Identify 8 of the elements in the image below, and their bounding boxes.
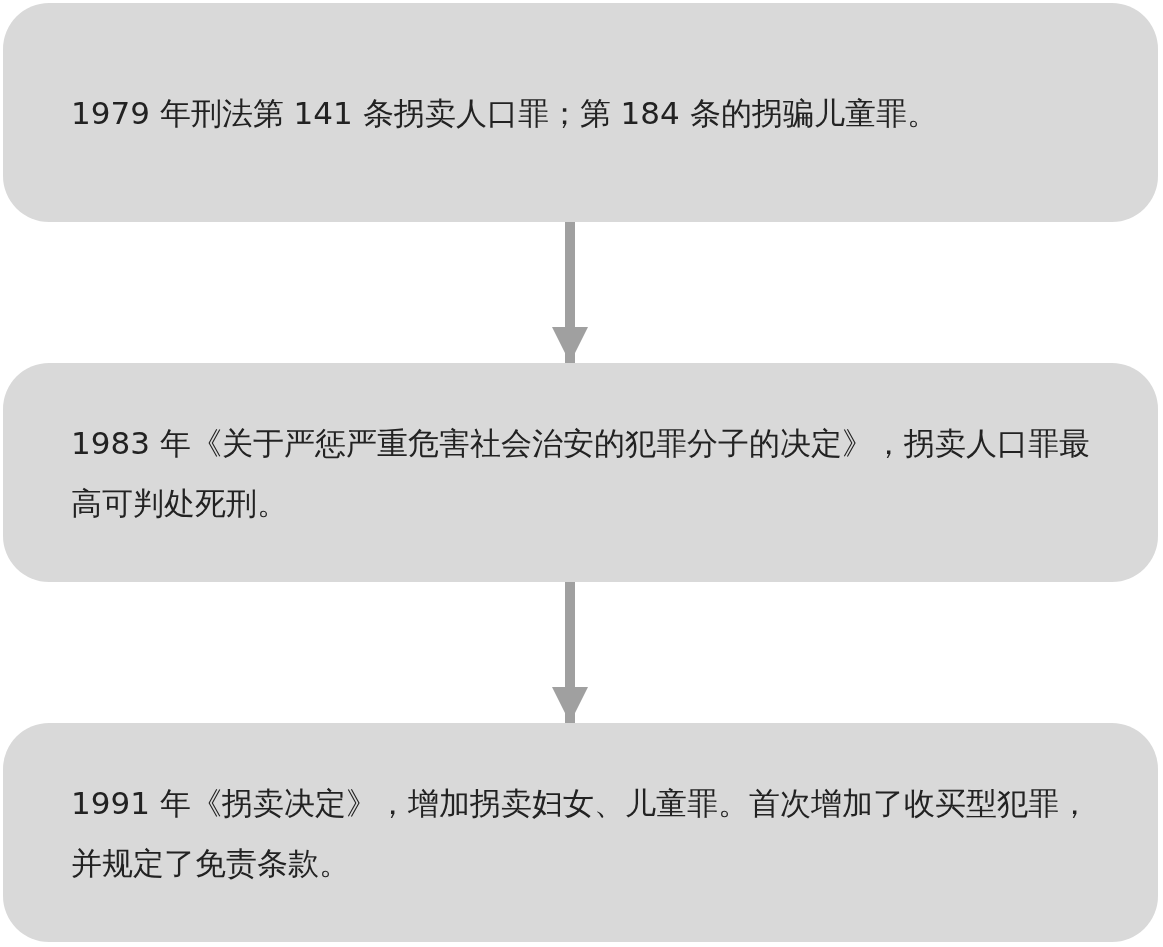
box-text: 1991 年《拐卖决定》，增加拐卖妇女、儿童罪。首次增加了收买型犯罪，并规定了免责条款。 (71, 783, 1091, 883)
arrow (552, 222, 588, 363)
process-box (3, 363, 1158, 582)
process-box (3, 723, 1158, 942)
box-text: 1979 年刑法第 141 条拐卖人口罪；第 184 条的拐骗儿童罪。 (71, 93, 938, 133)
process-box (3, 3, 1158, 222)
arrow (552, 582, 588, 723)
box-text: 1983 年《关于严惩严重危害社会治安的犯罪分子的决定》，拐卖人口罪最高可判处死刑。 (71, 423, 1091, 523)
